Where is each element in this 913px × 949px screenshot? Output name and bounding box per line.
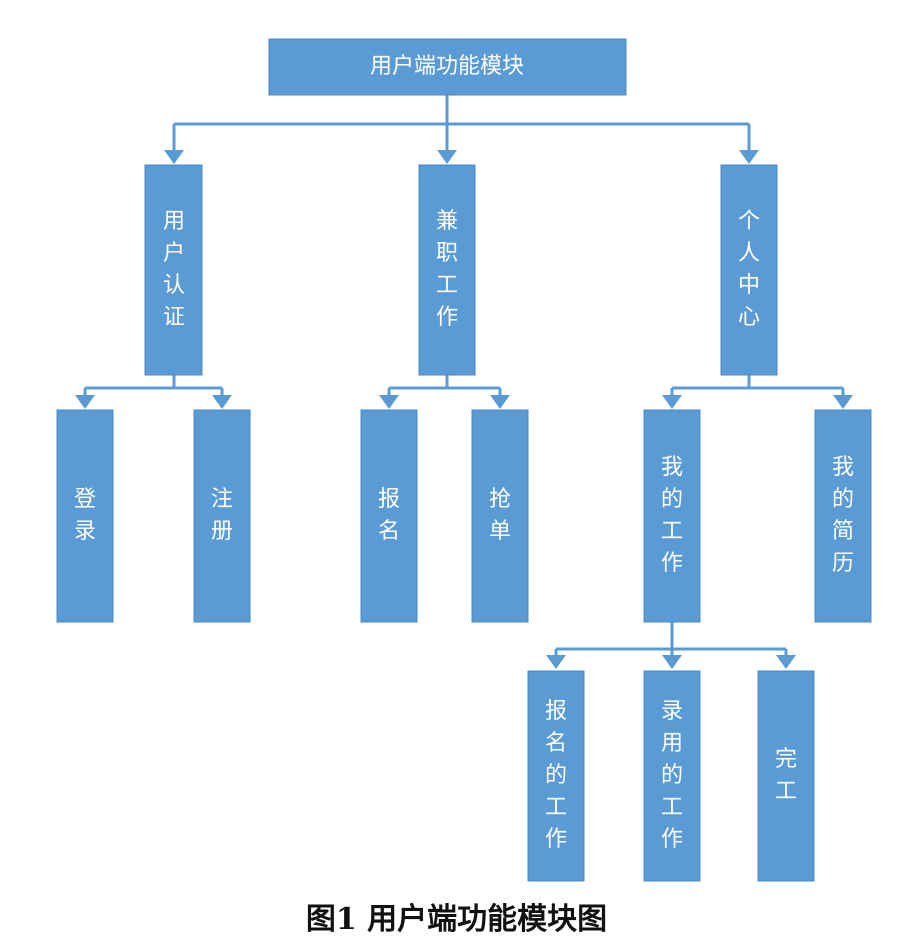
node-label: 录用的工作	[661, 699, 683, 852]
node-label: 抢单	[489, 487, 511, 544]
node-box	[527, 670, 585, 882]
arrowhead	[739, 150, 759, 164]
arrowhead	[546, 655, 566, 669]
node-box	[814, 409, 872, 623]
node-box	[56, 409, 114, 623]
node-user-auth: 用户认证	[144, 164, 203, 376]
arrowhead	[164, 150, 184, 164]
node-applied-jobs: 报名的工作	[527, 670, 585, 882]
node-completed: 完工	[757, 670, 815, 882]
connector-my-jobs-children	[554, 622, 788, 657]
arrowhead	[379, 395, 399, 409]
node-box	[268, 38, 627, 96]
arrowhead	[662, 395, 682, 409]
node-label: 登录	[74, 487, 96, 544]
arrowhead	[776, 655, 796, 669]
connector-part-time-children	[387, 375, 502, 397]
figure-caption: 图1 用户端功能模块图	[305, 902, 608, 937]
node-label: 报名	[378, 487, 400, 544]
node-box	[360, 409, 418, 623]
node-login: 登录	[56, 409, 114, 623]
node-box	[720, 164, 778, 376]
node-label: 兼职工作	[436, 209, 458, 330]
node-label: 用户认证	[163, 209, 185, 330]
node-label: 用户端功能模块	[370, 54, 524, 79]
arrowhead	[212, 395, 232, 409]
node-box	[757, 670, 815, 882]
node-box	[471, 409, 529, 623]
arrowhead	[437, 150, 457, 164]
node-box	[144, 164, 203, 376]
connector-root-to-level1	[172, 95, 751, 150]
node-label: 注册	[211, 487, 233, 544]
arrowhead	[833, 395, 853, 409]
node-box	[193, 409, 251, 623]
node-apply: 报名	[360, 409, 418, 623]
node-label: 我的简历	[832, 455, 854, 576]
node-part-time: 兼职工作	[418, 164, 476, 376]
connector-personal-children	[670, 375, 845, 397]
node-box	[643, 670, 701, 882]
node-box	[643, 409, 701, 623]
node-root: 用户端功能模块	[268, 38, 627, 96]
node-grab: 抢单	[471, 409, 529, 623]
node-box	[418, 164, 476, 376]
node-hired-jobs: 录用的工作	[643, 670, 701, 882]
connector-user-auth-children	[83, 375, 224, 397]
arrowhead	[75, 395, 95, 409]
node-label: 报名的工作	[545, 699, 567, 852]
node-register: 注册	[193, 409, 251, 623]
node-label: 完工	[775, 747, 797, 804]
node-label: 个人中心	[738, 209, 760, 330]
node-my-resume: 我的简历	[814, 409, 872, 623]
arrowhead	[490, 395, 510, 409]
node-label: 我的工作	[661, 455, 683, 576]
connectors	[75, 95, 853, 669]
node-my-jobs: 我的工作	[643, 409, 701, 623]
arrowhead	[662, 655, 682, 669]
node-personal: 个人中心	[720, 164, 778, 376]
